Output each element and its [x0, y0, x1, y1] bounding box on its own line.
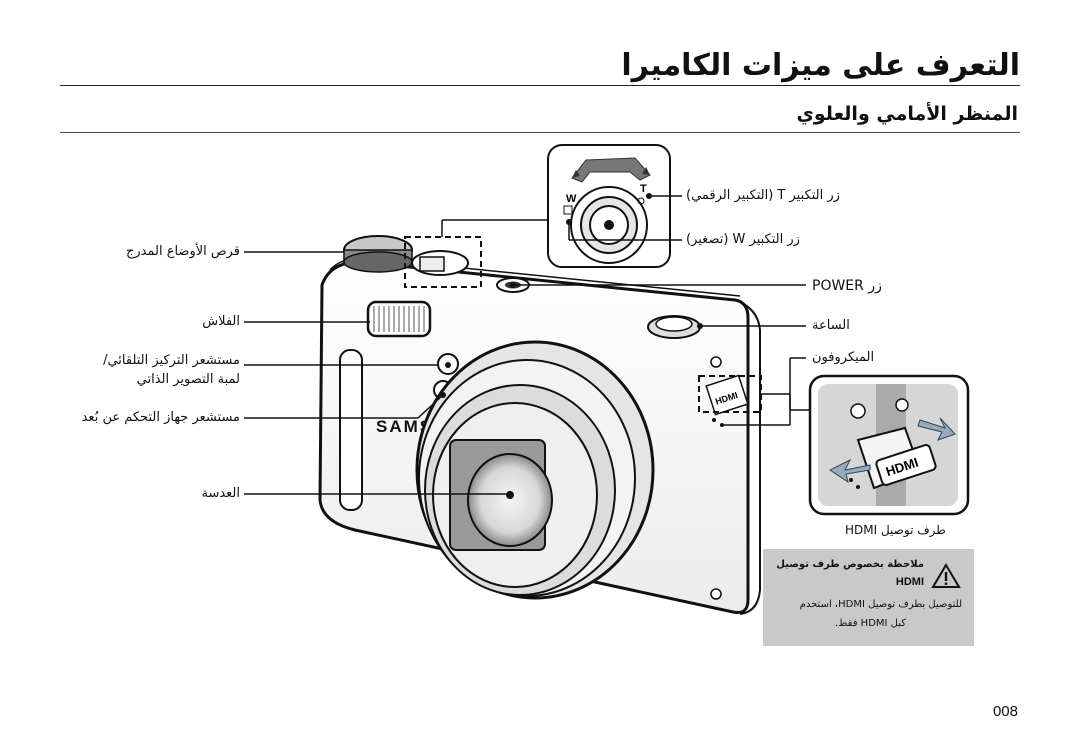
label-af-lamp-line1: مستشعر التركيز التلقائي/ [103, 353, 240, 368]
label-shutter: الساعة [812, 318, 850, 333]
warning-heading: ملاحظة بخصوص طرف توصيل [776, 559, 924, 570]
zoom-inset: W T [547, 144, 671, 268]
label-lens: العدسة [201, 486, 240, 501]
page-number: 008 [992, 703, 1018, 720]
mode-dial-top [343, 235, 413, 273]
label-af-lamp-line2: لمبة التصوير الذاتي [136, 372, 240, 387]
lens-barrel [415, 340, 655, 600]
hdmi-inset: HDMI [808, 374, 970, 516]
warning-body-line2: كبل HDMI فقط. [834, 618, 906, 629]
zoom-lever-top [411, 250, 469, 276]
label-mode-dial: قرص الأوضاع المدرج [125, 244, 240, 259]
label-remote-sensor: مستشعر جهاز التحكم عن بُعد [81, 410, 240, 425]
warning-triangle-icon [931, 563, 961, 588]
warning-body-line1: للتوصيل بطرف توصيل HDMI، استخدم [799, 599, 962, 610]
label-flash: الفلاش [202, 314, 240, 329]
title-divider [60, 85, 1020, 86]
label-zoom-t: زر التكبير T (التكبير الرقمي) [686, 188, 840, 203]
label-power: زر POWER [812, 278, 882, 294]
hdmi-warning-box: ملاحظة بخصوص طرف توصيل HDMI للتوصيل بطرف… [763, 549, 974, 646]
hdmi-port-body: HDMI [705, 374, 749, 416]
hdmi-terminal-caption: طرف توصيل HDMI [845, 523, 946, 537]
subtitle-divider [60, 132, 1020, 133]
svg-text:T: T [640, 183, 647, 195]
zoom-highlight-box [404, 236, 482, 288]
svg-text:W: W [566, 193, 577, 205]
warning-hdmi-label: HDMI [895, 576, 924, 588]
camera-right-side [734, 299, 761, 615]
label-zoom-w: زر التكبير W (تصغير) [686, 232, 800, 247]
grip [339, 349, 363, 511]
flash-unit [366, 300, 432, 338]
page-title: التعرف على ميزات الكاميرا [621, 48, 1020, 83]
section-subtitle: المنظر الأمامي والعلوي [796, 103, 1018, 125]
lens-glass [467, 453, 553, 547]
shutter-button-top [647, 315, 701, 339]
label-microphone: الميكروفون [812, 350, 875, 365]
